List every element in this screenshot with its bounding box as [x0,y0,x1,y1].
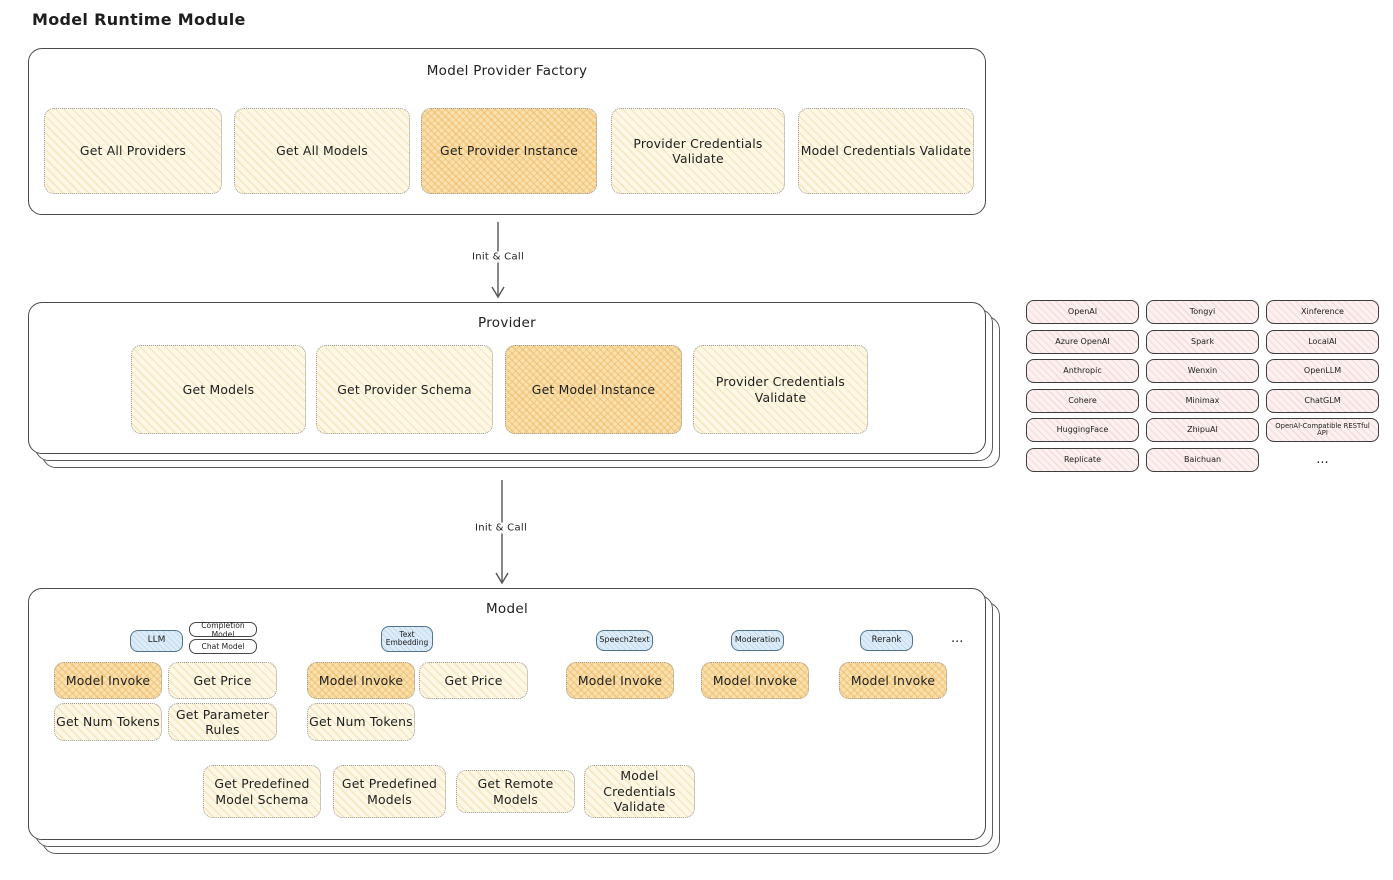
provider-btn-get-models[interactable]: Get Models [131,345,306,434]
provider-btn-get-provider-schema[interactable]: Get Provider Schema [316,345,493,434]
tab-rerank[interactable]: Rerank [860,630,913,651]
provider-item-azure-openai[interactable]: Azure OpenAI [1026,329,1139,354]
provider-item-baichuan[interactable]: Baichuan [1146,447,1259,472]
provider-item-zhipuai[interactable]: ZhipuAI [1146,418,1259,442]
provider-item-openai-compatible-restful-api[interactable]: OpenAI-Compatible RESTful API [1266,418,1379,442]
model-btn-get-price-embedding[interactable]: Get Price [419,662,528,699]
model-tabs-ellipsis: ... [951,631,964,646]
model-btn-get-parameter-rules[interactable]: Get Parameter Rules [168,703,277,741]
provider-item-huggingface[interactable]: HuggingFace [1026,418,1139,442]
model-btn-model-credentials-validate[interactable]: Model Credentials Validate [584,765,695,818]
provider-item-openai[interactable]: OpenAI [1026,300,1139,324]
provider-item-openllm[interactable]: OpenLLM [1266,359,1379,383]
model-btn-model-invoke-moderation[interactable]: Model Invoke [701,662,809,699]
model-btn-get-predefined-model-schema[interactable]: Get Predefined Model Schema [203,765,321,818]
factory-btn-provider-credentials-validate[interactable]: Provider Credentials Validate [611,108,785,194]
provider-item-wenxin[interactable]: Wenxin [1146,359,1259,383]
factory-title: Model Provider Factory [426,63,588,79]
provider-box: Provider Get Models Get Provider Schema … [28,302,986,454]
provider-item-xinference[interactable]: Xinference [1266,300,1379,324]
provider-item-tongyi[interactable]: Tongyi [1146,300,1259,324]
model-btn-model-invoke-llm[interactable]: Model Invoke [54,662,162,699]
provider-btn-get-model-instance[interactable]: Get Model Instance [505,345,682,434]
provider-title: Provider [478,315,536,331]
provider-item-anthropic[interactable]: Anthropic [1026,359,1139,383]
model-btn-model-invoke-speech2text[interactable]: Model Invoke [566,662,674,699]
model-btn-model-invoke-embedding[interactable]: Model Invoke [307,662,415,699]
provider-item-spark[interactable]: Spark [1146,329,1259,354]
model-btn-get-predefined-models[interactable]: Get Predefined Models [333,765,446,818]
factory-btn-model-credentials-validate[interactable]: Model Credentials Validate [798,108,974,194]
provider-item-replicate[interactable]: Replicate [1026,447,1139,472]
tab-completion-model[interactable]: Completion Model [189,621,257,639]
tab-speech2text[interactable]: Speech2text [596,630,653,651]
providers-panel: OpenAI Tongyi Xinference Azure OpenAI Sp… [1026,300,1379,472]
providers-ellipsis: ... [1316,452,1329,467]
tab-moderation[interactable]: Moderation [731,630,784,651]
tab-llm[interactable]: LLM [130,630,183,652]
tab-chat-model[interactable]: Chat Model [189,639,257,654]
arrow-bottom-label: Init & Call [469,522,533,534]
model-btn-get-num-tokens-llm[interactable]: Get Num Tokens [54,703,162,741]
page-title: Model Runtime Module [32,10,246,29]
provider-item-localai[interactable]: LocalAI [1266,329,1379,354]
factory-btn-get-provider-instance[interactable]: Get Provider Instance [421,108,597,194]
provider-item-minimax[interactable]: Minimax [1146,388,1259,413]
model-box: Model LLM Completion Model Chat Model Te… [28,588,986,840]
model-btn-model-invoke-rerank[interactable]: Model Invoke [839,662,947,699]
tab-text-embedding[interactable]: Text Embedding [381,626,433,652]
factory-box: Model Provider Factory Get All Providers… [28,48,986,215]
model-btn-get-price-llm[interactable]: Get Price [168,662,277,699]
provider-item-chatglm[interactable]: ChatGLM [1266,388,1379,413]
provider-item-cohere[interactable]: Cohere [1026,388,1139,413]
provider-btn-provider-credentials-validate[interactable]: Provider Credentials Validate [693,345,868,434]
arrow-top-label: Init & Call [466,251,530,263]
model-btn-get-num-tokens-embedding[interactable]: Get Num Tokens [307,703,415,741]
factory-btn-get-all-models[interactable]: Get All Models [234,108,410,194]
model-btn-get-remote-models[interactable]: Get Remote Models [456,770,575,813]
factory-btn-get-all-providers[interactable]: Get All Providers [44,108,222,194]
model-title: Model [485,601,529,617]
